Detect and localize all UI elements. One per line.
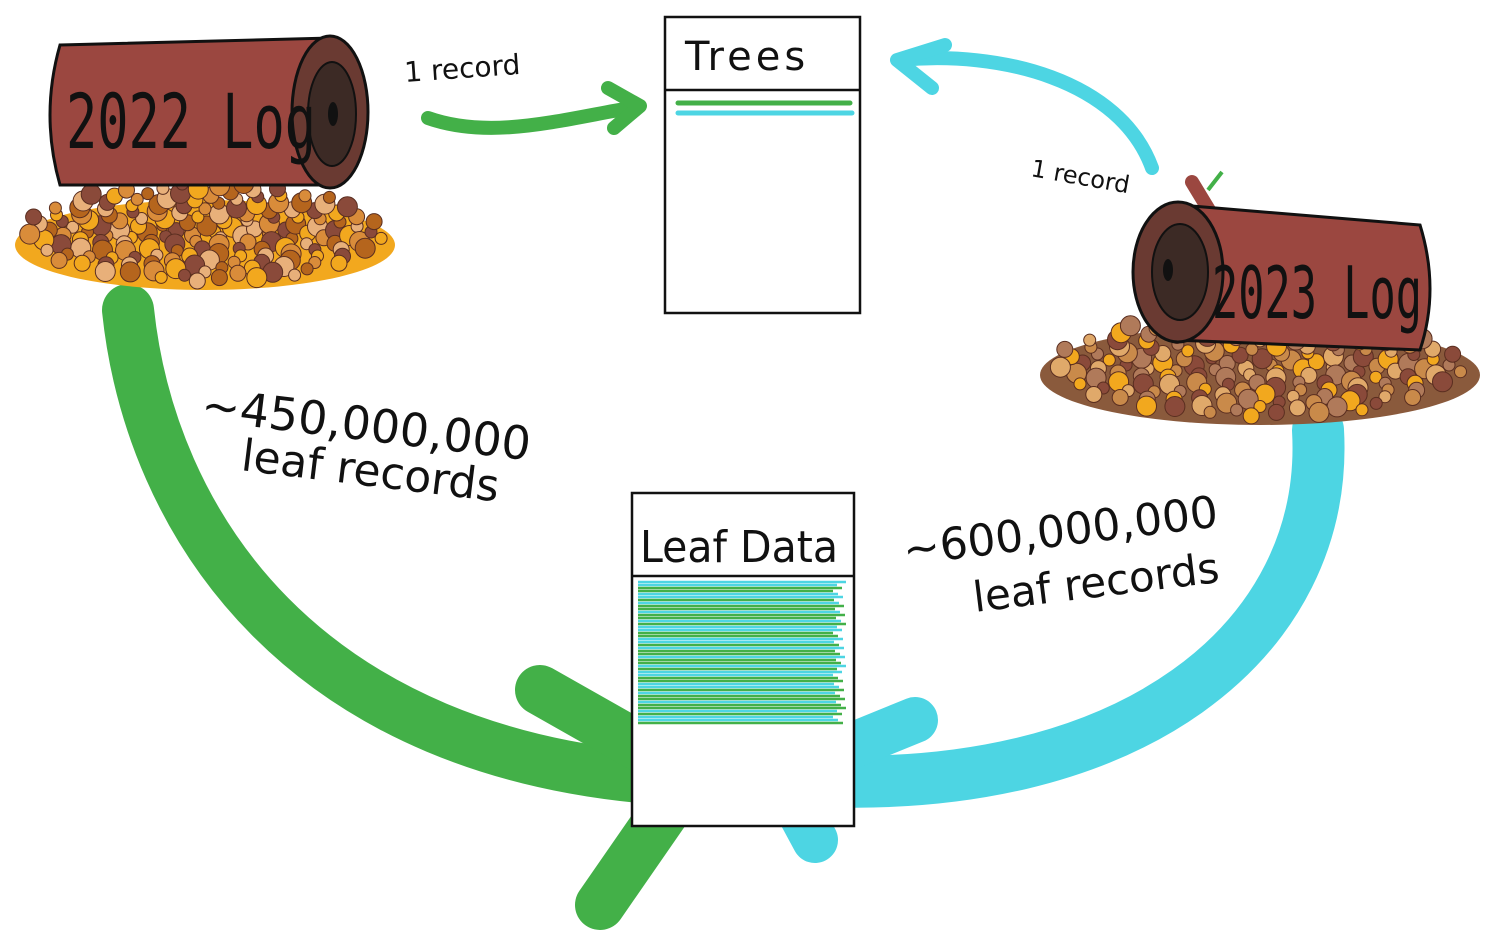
arrow-2022-to-trees <box>421 81 647 135</box>
leaf <box>178 268 191 282</box>
leaf <box>1289 399 1306 417</box>
leaf <box>1181 344 1195 358</box>
leaf <box>288 268 302 282</box>
leaf <box>1326 396 1348 418</box>
leaf <box>1136 395 1157 417</box>
leaf <box>191 210 205 224</box>
leaf <box>1119 315 1141 337</box>
leaf <box>1102 353 1116 367</box>
leaf <box>154 270 168 284</box>
leaf <box>1432 371 1453 393</box>
leaf <box>50 251 68 269</box>
leaf-data-table-title: Leaf Data <box>640 522 838 573</box>
leaf <box>1242 407 1260 425</box>
leaf <box>1164 396 1186 417</box>
leaf <box>1085 386 1103 403</box>
leaf <box>1111 389 1129 406</box>
leaf <box>322 190 336 204</box>
leaf <box>1083 333 1097 347</box>
leaf <box>94 261 116 282</box>
leaf-data-table: Leaf Data <box>630 491 856 828</box>
leaf <box>336 196 358 218</box>
leaf <box>1404 389 1422 406</box>
log-2023: 2023 Log <box>1040 170 1480 425</box>
leaf <box>40 243 54 257</box>
trees-table: Trees <box>663 15 862 315</box>
leaf-data-rows <box>638 580 846 725</box>
leaf <box>19 223 41 245</box>
leaf <box>210 269 228 287</box>
leaf <box>1454 365 1467 379</box>
leaf <box>141 187 155 201</box>
log-2022-label: 2022 Log <box>66 77 316 166</box>
leaf <box>1049 356 1071 378</box>
leaf-pile-2022 <box>15 173 395 290</box>
leaf <box>374 231 388 245</box>
leaf <box>1203 405 1217 419</box>
leaf <box>1230 403 1244 417</box>
arrow-2023-to-leaf-data <box>757 404 1345 863</box>
leaf <box>1056 340 1074 358</box>
label-2023-trees-record: 1 record <box>1029 154 1132 199</box>
leaf <box>365 213 383 231</box>
leaf <box>1369 370 1383 384</box>
leaf <box>1300 366 1318 384</box>
arrow-2023-to-trees <box>890 38 1159 175</box>
leaf <box>1369 396 1383 410</box>
log-2022: 2022 Log <box>15 34 395 290</box>
leaf <box>135 212 149 225</box>
leaf <box>300 262 314 276</box>
leaf <box>1267 403 1285 421</box>
leaf <box>1307 353 1325 371</box>
leaf <box>298 189 312 203</box>
trees-table-title: Trees <box>684 34 809 80</box>
leaf <box>330 254 348 272</box>
leaf <box>354 237 376 259</box>
leaf <box>80 183 102 205</box>
leaf <box>48 201 62 215</box>
log-2023-label: 2023 Log <box>1212 251 1422 335</box>
leaf <box>119 261 141 283</box>
leaf <box>229 264 247 282</box>
leaf <box>1073 377 1087 391</box>
leaf <box>198 202 212 216</box>
leaf <box>188 272 206 290</box>
leaf <box>1378 390 1392 404</box>
leaf <box>25 208 43 226</box>
leaf <box>1355 403 1369 417</box>
leaf <box>1253 400 1267 413</box>
leaf <box>1308 401 1330 423</box>
leaf <box>246 267 268 289</box>
leaf <box>130 192 144 206</box>
leaf <box>1444 345 1462 363</box>
label-2022-trees-record: 1 record <box>403 48 521 89</box>
leaf <box>73 254 91 272</box>
leaf <box>1251 348 1273 370</box>
